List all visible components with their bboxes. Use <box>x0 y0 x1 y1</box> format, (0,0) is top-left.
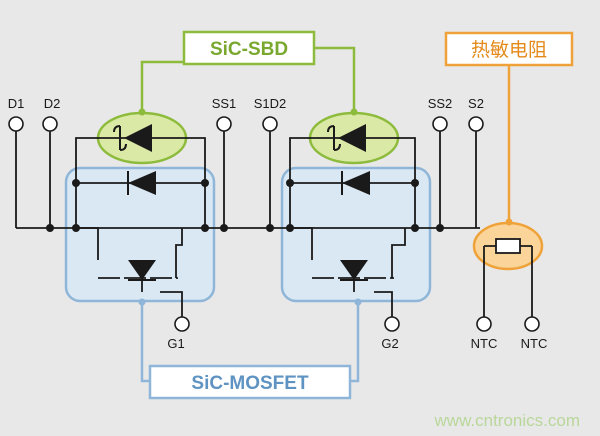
mosfet-callout-dot-1 <box>138 298 146 306</box>
mosfet-callout-dot-2 <box>354 298 362 306</box>
schottky-diode-icon <box>327 124 366 152</box>
terminal-label-g2: G2 <box>381 336 398 351</box>
mosfet-label-box <box>148 364 352 400</box>
schottky-diode-icon <box>113 124 152 152</box>
mosfet-label: SiC-MOSFET <box>191 373 309 394</box>
body-diode-icon <box>127 171 156 195</box>
sbd-callout-dot-1 <box>138 108 146 116</box>
terminal-d2 <box>42 116 58 132</box>
terminal-g2 <box>384 316 400 332</box>
thermistor-label-box <box>444 31 574 67</box>
terminal-label-d2: D2 <box>44 96 61 111</box>
thermistor-label: 热敏电阻 <box>471 39 547 61</box>
terminal-ntc-2 <box>524 316 540 332</box>
terminal-d1 <box>8 116 24 132</box>
sbd-label: SiC-SBD <box>210 39 288 60</box>
junction-dots <box>46 179 444 232</box>
terminal-label-ntc-1: NTC <box>471 336 498 351</box>
terminal-g1 <box>174 316 190 332</box>
terminal-label-s1d2: S1D2 <box>254 96 287 111</box>
thermistor-resistor-icon <box>495 238 521 254</box>
mosfet-transistor-icon <box>340 260 368 292</box>
terminal-label-ntc-2: NTC <box>521 336 548 351</box>
sbd-callout-dot-2 <box>350 108 358 116</box>
terminal-label-d1: D1 <box>8 96 25 111</box>
sbd-label-box <box>182 30 316 66</box>
terminal-ss1 <box>216 116 232 132</box>
watermark: www.cntronics.com <box>434 411 580 430</box>
terminal-s1d2 <box>262 116 278 132</box>
thermistor-callout-dot <box>505 218 513 226</box>
sbd-callout-line <box>140 46 356 112</box>
terminal-label-ss2: SS2 <box>428 96 453 111</box>
terminal-ss2 <box>432 116 448 132</box>
terminal-label-ss1: SS1 <box>212 96 237 111</box>
terminal-s2 <box>468 116 484 132</box>
mosfet-transistor-icon <box>128 260 156 292</box>
terminal-ntc-1 <box>476 316 492 332</box>
terminal-label-g1: G1 <box>167 336 184 351</box>
mosfet-callout-line <box>140 302 360 383</box>
body-diode-icon <box>341 171 370 195</box>
terminal-label-s2: S2 <box>468 96 484 111</box>
